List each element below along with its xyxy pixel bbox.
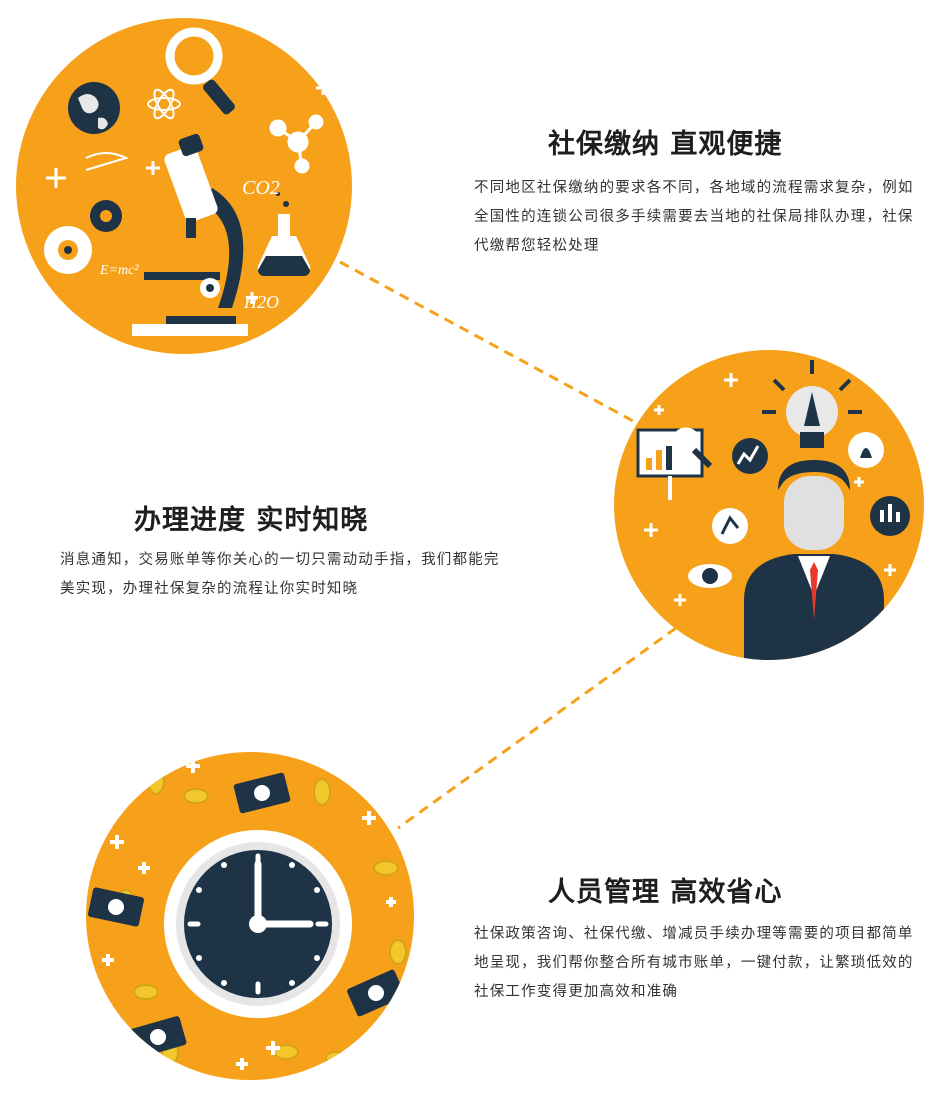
co2-text: CO2 — [242, 177, 280, 199]
emc-text: E=mc² — [99, 263, 139, 278]
banknote-icon — [88, 772, 405, 1058]
clock-icon — [88, 759, 407, 1070]
atom-icon — [147, 88, 181, 120]
h2o-text: H2O — [243, 292, 279, 312]
section-title-staff-management: 人员管理 高效省心 — [548, 877, 783, 908]
eye-icon — [688, 564, 732, 588]
section-desc-staff-management: 社保政策咨询、社保代缴、增减员手续办理等需要的项目都简单地呈现，我们帮你整合所有… — [474, 926, 914, 1000]
flask-icon — [257, 192, 311, 276]
section-title-progress-tracking: 办理进度 实时知晓 — [134, 505, 369, 536]
businessman-illustration-circle — [614, 350, 924, 660]
lightbulb-icon — [762, 360, 862, 448]
businessman-icon — [636, 360, 910, 660]
molecule-icon — [269, 114, 324, 174]
sparkle-icon — [46, 81, 330, 304]
clock-face — [164, 830, 352, 1018]
microscope-icon: CO2 H2O E=mc² — [44, 27, 330, 336]
section-desc-social-security-payment: 不同地区社保缴纳的要求各不同，各地域的流程需求复杂，例如全国性的连锁公司很多手续… — [474, 180, 914, 254]
gear-icon — [44, 200, 122, 274]
sparkle-icon — [644, 373, 896, 606]
science-illustration-circle: CO2 H2O E=mc² — [16, 18, 352, 354]
sparkle-icon — [102, 759, 396, 1070]
chat-bubble-icon — [712, 432, 910, 544]
section-title-social-security-payment: 社保缴纳 直观便捷 — [548, 129, 783, 160]
clock-money-illustration-circle — [86, 752, 414, 1080]
magnifier-icon — [165, 27, 235, 115]
person-icon — [744, 460, 884, 660]
presentation-chart-icon — [636, 427, 713, 500]
microscope-body — [132, 133, 248, 336]
globe-icon — [68, 82, 120, 134]
section-desc-progress-tracking: 消息通知，交易账单等你关心的一切只需动动手指，我们都能完美实现，办理社保复杂的流… — [60, 552, 500, 597]
